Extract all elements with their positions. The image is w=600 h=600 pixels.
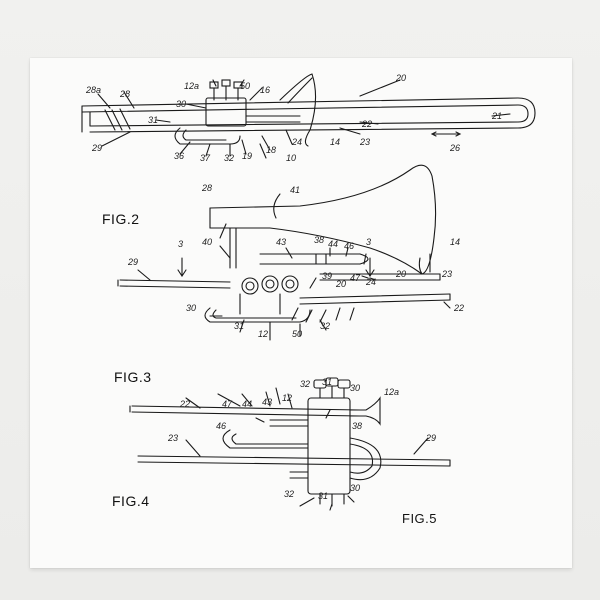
part-label: 44 <box>328 239 339 249</box>
part-label: 44 <box>242 399 253 409</box>
part-label: 23 <box>360 137 371 147</box>
figure-3-title: FIG.3 <box>114 369 152 385</box>
part-label: 29 <box>92 143 103 153</box>
part-label: 28a <box>86 85 102 95</box>
part-label: 12 <box>258 329 269 339</box>
part-label: 47 <box>222 399 233 409</box>
part-label: 46 <box>216 421 227 431</box>
part-label: 43 <box>262 397 273 407</box>
part-label: 32 <box>224 153 235 163</box>
part-label: 14 <box>330 137 341 147</box>
part-label: 20 <box>396 269 407 279</box>
part-label: 12 <box>282 393 293 403</box>
part-label: 22 <box>362 119 373 129</box>
part-label: 23 <box>442 269 453 279</box>
part-label: 32 <box>284 489 295 499</box>
part-label: 16 <box>260 85 271 95</box>
part-label: 37 <box>200 153 211 163</box>
figure-1-drawing <box>81 73 536 159</box>
part-label: 41 <box>290 185 301 195</box>
part-label: 26 <box>450 143 461 153</box>
part-label: 30 <box>350 483 361 493</box>
part-label: 21 <box>492 111 503 121</box>
part-label: 28 <box>120 89 131 99</box>
part-label: 38 <box>314 235 325 245</box>
part-label: 40 <box>202 237 213 247</box>
part-label: 29 <box>426 433 437 443</box>
patent-drawing <box>81 73 536 511</box>
part-label: 18 <box>266 145 277 155</box>
patent-tapestry: 28a 28 30 12a 50 16 20 31 22 21 29 36 37… <box>30 58 572 568</box>
part-label: 20 <box>336 279 347 289</box>
part-label: 23 <box>168 433 179 443</box>
part-label: 31 <box>322 377 333 387</box>
part-label: 19 <box>242 151 253 161</box>
part-label: 36 <box>174 151 185 161</box>
part-label: 30 <box>176 99 187 109</box>
part-label: 30 <box>350 383 361 393</box>
part-label: 46 <box>344 241 355 251</box>
figure-5-title: FIG.5 <box>402 511 438 526</box>
figure-4-title: FIG.4 <box>112 493 150 509</box>
part-label: 3 <box>178 239 184 249</box>
part-label: 12a <box>184 81 200 91</box>
part-label: 3 <box>366 237 372 247</box>
part-label: 28 <box>202 183 213 193</box>
part-label: 38 <box>352 421 363 431</box>
part-label: 31 <box>234 321 245 331</box>
part-label: 32 <box>320 321 331 331</box>
part-label: 32 <box>300 379 311 389</box>
part-label: 14 <box>450 237 461 247</box>
part-label: 29 <box>128 257 139 267</box>
part-label: 30 <box>186 303 197 313</box>
part-label: 22 <box>454 303 465 313</box>
figure-2-drawing <box>117 164 451 341</box>
part-label: 50 <box>240 81 251 91</box>
part-label: 50 <box>292 329 303 339</box>
part-label: 31 <box>318 491 329 501</box>
part-label: 24 <box>366 277 377 287</box>
part-label: 24 <box>292 137 303 147</box>
figure-4-drawing <box>129 377 451 511</box>
part-label: 31 <box>148 115 159 125</box>
part-label: 22 <box>180 399 191 409</box>
part-label: 10 <box>286 153 297 163</box>
part-label: 20 <box>396 73 407 83</box>
part-label: 43 <box>276 237 287 247</box>
part-label: 47 <box>350 273 361 283</box>
figure-2-title: FIG.2 <box>102 211 140 227</box>
part-label: 39 <box>322 271 333 281</box>
part-label: 12a <box>384 387 400 397</box>
